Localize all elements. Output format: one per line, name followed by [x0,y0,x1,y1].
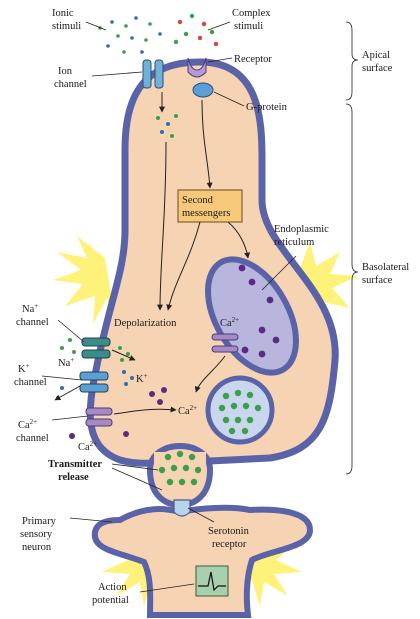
transmitter-vesicle [205,375,275,445]
leader-na-channel [57,319,85,343]
na-ion-dots [60,338,130,362]
bulb-transmitter-dots [158,450,202,486]
ca-channel [85,407,113,427]
leader-ca-channel [51,415,89,421]
apical-ion-channel [142,59,164,89]
intracellular-ion-dots [156,114,178,138]
label-na-channel: Na+ channel [16,300,49,328]
leader-ion-channel [91,71,143,77]
leader-action-potential [139,583,195,593]
label-ca-entry: Ca2+ [78,440,97,453]
label-second-messengers: Second messengers [182,195,230,219]
arrow-k-out [54,385,81,401]
arrow-messengers-to-depolarization [166,221,201,311]
glow-left-upper [53,236,115,324]
label-serotonin-receptor: Serotonin receptor [208,526,251,550]
leader-k-channel [41,375,83,381]
er-calcium-dots [238,264,280,358]
receptor-shape [187,57,207,78]
leader-primary-neuron [69,517,113,523]
label-transmitter-release: Transmitter release [48,459,104,483]
arrow-na-out [111,349,136,361]
vesicle-transmitter-dots [218,389,262,435]
leader-complex-stimuli [207,21,231,31]
k-channel [79,371,109,393]
er-calcium-channel [211,333,239,353]
apical-bracket [345,21,359,101]
g-protein-shape [192,82,214,98]
leader-g-protein [213,91,245,107]
label-endoplasmic-reticulum: Endoplasmic reticulum [274,224,331,248]
calcium-dots [69,387,167,439]
arrow-ca-channel-to-cytosol [113,406,177,415]
label-receptor: Receptor [234,54,272,65]
label-g-protein: G-protein [246,102,288,113]
label-ca-channel: Ca2+ channel [16,416,49,444]
label-complex-stimuli: Complex stimuli [232,8,273,32]
leader-ionic-stimuli [85,21,107,31]
second-messengers-box [177,189,243,223]
na-channel [81,337,111,359]
label-ca-er: Ca2+ [220,316,239,329]
leader-transmitter-release-b [111,467,163,491]
leader-transmitter-release-a [111,463,159,471]
arrow-messengers-to-er [227,221,251,259]
label-k-channel: K+ channel [14,360,47,388]
serotonin-receptor-shape [173,499,191,517]
label-k-ion: K+ [136,372,148,385]
label-basolateral-surface: Basolateral surface [362,262,412,286]
complex-stimuli-dots [173,13,219,47]
label-ca-cytosol: Ca2+ [178,404,197,417]
arrow-ions-to-depolarization [157,141,167,311]
leader-receptor [207,57,233,63]
label-primary-sensory-neuron: Primary sensory neuron [20,516,58,553]
leader-serotonin-receptor [187,507,215,523]
leader-er [261,255,297,291]
label-action-potential: Action potential [92,582,129,606]
arrow-receptor-to-messengers [201,99,213,189]
basolateral-bracket [345,103,359,475]
arrow-er-ca-to-cytosol [194,355,226,393]
ionic-stimuli-dots [98,16,162,54]
label-apical-surface: Apical surface [362,50,393,74]
label-na-ion: Na+ [58,356,74,369]
label-depolarization: Depolarization [114,318,177,329]
action-potential-trace [198,571,226,592]
primary-sensory-neuron [91,504,314,618]
label-ionic-stimuli: Ionic stimuli [52,8,81,32]
label-ion-channel: Ion channel [54,66,87,90]
